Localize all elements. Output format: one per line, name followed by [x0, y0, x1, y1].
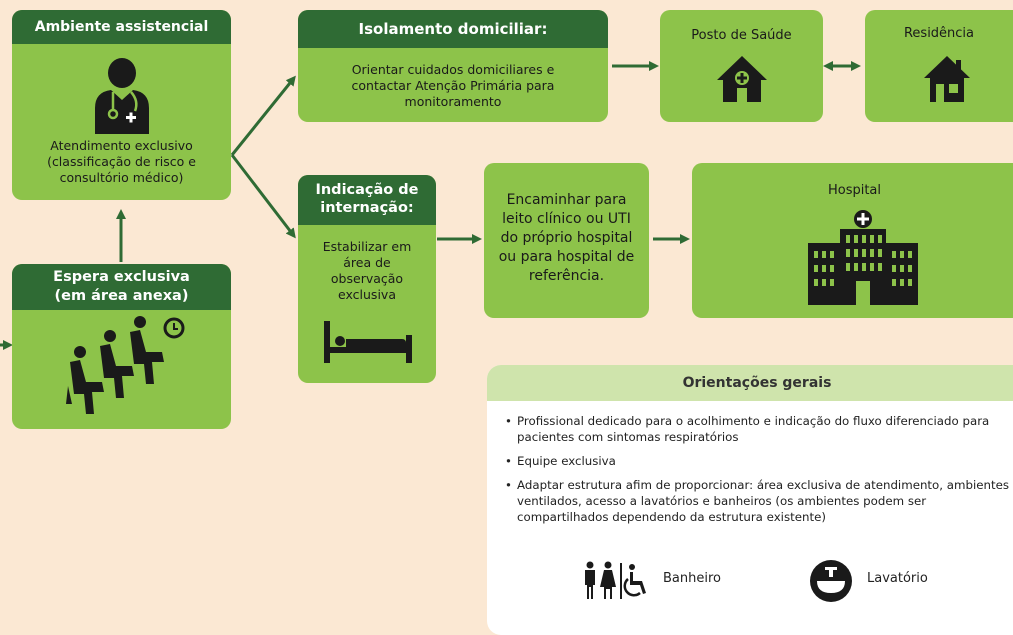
orientacoes-gerais-panel: Orientações gerais Profissional dedicado…	[487, 365, 1013, 635]
health-post-icon	[717, 56, 767, 102]
isolamento-domiciliar-title: Isolamento domiciliar:	[298, 10, 608, 48]
orientacao-item: Equipe exclusiva	[505, 453, 1013, 469]
internacao-title: Indicação de internação:	[298, 175, 436, 225]
encaminhar-box: Encaminhar para leito clínico ou UTI do …	[484, 163, 649, 318]
orientacoes-list: Profissional dedicado para o acolhimento…	[487, 413, 1013, 525]
restroom-icon	[585, 561, 646, 599]
ambiente-assistencial-box: Ambiente assistencial Atendimento exclus…	[12, 10, 231, 200]
waiting-people-icon	[66, 316, 185, 414]
bed-icon	[324, 321, 412, 363]
residencia-box: Residência	[865, 10, 1013, 122]
internacao-text: Estabilizar em área de observação exclus…	[322, 239, 412, 302]
arrow-ambiente-to-isolamento	[230, 75, 296, 156]
posto-de-saude-box: Posto de Saúde	[660, 10, 823, 122]
residencia-title: Residência	[903, 26, 975, 41]
doctor-icon	[95, 58, 149, 134]
espera-exclusiva-title: Espera exclusiva (em área anexa)	[12, 264, 231, 310]
arrow-ambiente-to-internacao	[230, 154, 296, 239]
espera-exclusiva-box: Espera exclusiva (em área anexa)	[12, 264, 231, 429]
ambiente-assistencial-text: Atendimento exclusivo (classificação de …	[47, 138, 196, 185]
isolamento-domiciliar-text: Orientar cuidados domiciliares e contact…	[351, 62, 555, 109]
hospital-box: Hospital	[692, 163, 1013, 318]
lavatorio-label: Lavatório	[867, 571, 928, 586]
isolamento-domiciliar-box: Isolamento domiciliar: Orientar cuidados…	[298, 10, 608, 122]
internacao-box: Indicação de internação: Estabilizar em …	[298, 175, 436, 383]
orientacoes-gerais-title: Orientações gerais	[487, 365, 1013, 401]
hospital-title: Hospital	[827, 183, 882, 198]
hospital-building-icon	[808, 210, 918, 305]
orientacao-item: Adaptar estrutura afim de proporcionar: …	[505, 477, 1013, 525]
posto-de-saude-title: Posto de Saúde	[691, 28, 792, 43]
banheiro-label: Banheiro	[663, 571, 721, 586]
orientacao-item: Profissional dedicado para o acolhimento…	[505, 413, 1013, 445]
encaminhar-text: Encaminhar para leito clínico ou UTI do …	[498, 192, 635, 284]
house-icon	[924, 56, 970, 102]
sink-icon	[810, 560, 852, 602]
ambiente-assistencial-title: Ambiente assistencial	[12, 10, 231, 44]
